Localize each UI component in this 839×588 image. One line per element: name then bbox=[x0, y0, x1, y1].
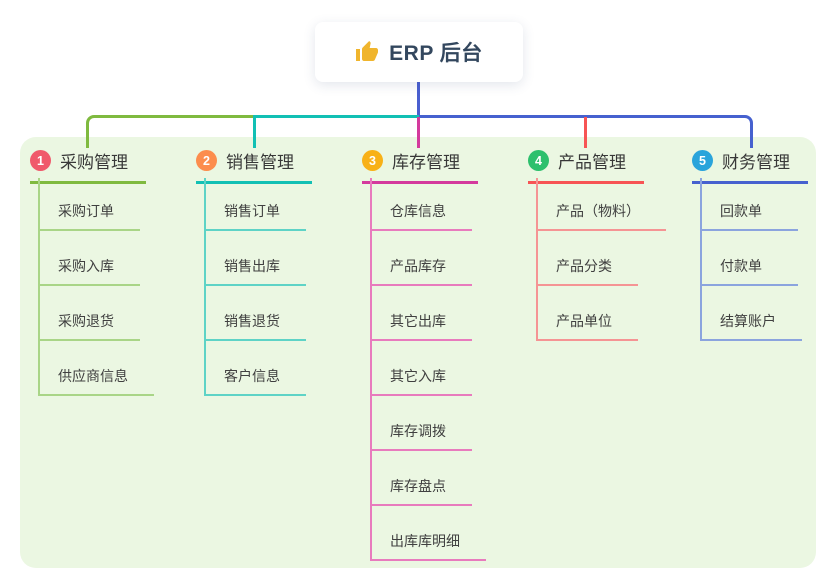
mindmap-node[interactable]: 采购退货 bbox=[38, 311, 140, 341]
branch-label: 销售管理 bbox=[226, 153, 294, 172]
branch-number-badge: 4 bbox=[528, 150, 549, 171]
root-node[interactable]: ERP 后台 bbox=[315, 22, 523, 82]
mindmap-node[interactable]: 销售退货 bbox=[204, 311, 306, 341]
branch-spine-line bbox=[370, 178, 372, 561]
branch-sales: 2 销售管理 销售订单 销售出库 销售退货 客户信息 bbox=[196, 148, 312, 396]
mindmap-node[interactable]: 产品库存 bbox=[370, 256, 472, 286]
branch-number-badge: 1 bbox=[30, 150, 51, 171]
mindmap-node[interactable]: 其它出库 bbox=[370, 311, 472, 341]
branch-header-purchase[interactable]: 1 采购管理 bbox=[30, 148, 146, 184]
branch-header-sales[interactable]: 2 销售管理 bbox=[196, 148, 312, 184]
mindmap-node[interactable]: 产品分类 bbox=[536, 256, 638, 286]
branch-number-badge: 3 bbox=[362, 150, 383, 171]
mindmap-node[interactable]: 产品单位 bbox=[536, 311, 638, 341]
branch-finance: 5 财务管理 回款单 付款单 结算账户 bbox=[692, 148, 808, 341]
branch-label: 财务管理 bbox=[722, 153, 790, 172]
mindmap-node[interactable]: 供应商信息 bbox=[38, 366, 154, 396]
connector-branch5-elbow bbox=[419, 115, 753, 148]
branch-label: 库存管理 bbox=[392, 153, 460, 172]
branch-header-product[interactable]: 4 产品管理 bbox=[528, 148, 644, 184]
mindmap-node[interactable]: 库存盘点 bbox=[370, 476, 472, 506]
branch-product: 4 产品管理 产品（物料） 产品分类 产品单位 bbox=[528, 148, 666, 341]
mindmap-node[interactable]: 付款单 bbox=[700, 256, 798, 286]
mindmap-node[interactable]: 销售订单 bbox=[204, 201, 306, 231]
branch-label: 采购管理 bbox=[60, 153, 128, 172]
mindmap-node[interactable]: 产品（物料） bbox=[536, 201, 666, 231]
mindmap-node[interactable]: 结算账户 bbox=[700, 311, 802, 341]
mindmap-node[interactable]: 仓库信息 bbox=[370, 201, 472, 231]
branch-label: 产品管理 bbox=[558, 153, 626, 172]
branch-header-inventory[interactable]: 3 库存管理 bbox=[362, 148, 478, 184]
branch-spine-line bbox=[38, 178, 40, 396]
connector-branch2-elbow bbox=[253, 115, 419, 148]
connector-root-stem bbox=[417, 82, 420, 118]
thumbs-up-icon bbox=[356, 41, 379, 61]
connector-branch3-drop bbox=[417, 117, 420, 148]
mindmap-node[interactable]: 采购订单 bbox=[38, 201, 140, 231]
mindmap-node[interactable]: 采购入库 bbox=[38, 256, 140, 286]
mindmap-node[interactable]: 回款单 bbox=[700, 201, 798, 231]
branch-spine-line bbox=[204, 178, 206, 396]
mindmap-node[interactable]: 出库库明细 bbox=[370, 531, 486, 561]
mindmap-node[interactable]: 客户信息 bbox=[204, 366, 306, 396]
branch-number-badge: 5 bbox=[692, 150, 713, 171]
connector-branch4-drop bbox=[584, 117, 587, 148]
mindmap-node[interactable]: 库存调拨 bbox=[370, 421, 472, 451]
branch-header-finance[interactable]: 5 财务管理 bbox=[692, 148, 808, 184]
branch-number-badge: 2 bbox=[196, 150, 217, 171]
branch-spine-line bbox=[536, 178, 538, 341]
root-node-title: ERP 后台 bbox=[389, 42, 483, 65]
connector-branch1-elbow bbox=[86, 115, 253, 148]
branch-purchase: 1 采购管理 采购订单 采购入库 采购退货 供应商信息 bbox=[30, 148, 154, 396]
branch-inventory: 3 库存管理 仓库信息 产品库存 其它出库 其它入库 库存调拨 库存盘点 出库库… bbox=[362, 148, 486, 561]
mindmap-node[interactable]: 其它入库 bbox=[370, 366, 472, 396]
branch-spine-line bbox=[700, 178, 702, 341]
branches-background-panel bbox=[20, 137, 816, 568]
mindmap-node[interactable]: 销售出库 bbox=[204, 256, 306, 286]
